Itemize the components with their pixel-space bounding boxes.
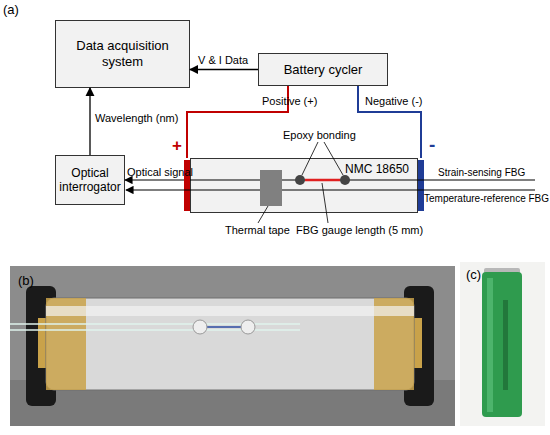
negative-terminal xyxy=(418,160,424,211)
edge-label: Positive (+) xyxy=(262,95,317,108)
node-label: Optical interrogator xyxy=(59,166,120,195)
cell-cap xyxy=(484,268,520,274)
signal-arrow xyxy=(190,69,258,70)
battery-cell: NMC 18650 xyxy=(190,158,418,213)
edge-label: Negative (-) xyxy=(365,95,422,108)
callout-label: Epoxy bonding xyxy=(283,129,356,142)
node-label: Battery cycler xyxy=(284,62,363,78)
panel-letter: (b) xyxy=(18,274,34,289)
kapton-tape xyxy=(46,298,86,390)
fbg-grating xyxy=(205,326,245,328)
polarity-sign: - xyxy=(429,134,435,156)
node-label: NMC 18650 xyxy=(345,162,409,176)
photo-background xyxy=(10,266,455,426)
panel-letter: (c) xyxy=(466,268,481,283)
holder-clip xyxy=(26,286,56,406)
signal-arrow xyxy=(89,88,90,155)
holder-clip xyxy=(404,286,434,406)
cell-wrapper xyxy=(482,272,522,417)
edge-label: V & I Data xyxy=(198,54,248,67)
panel-letter: (a) xyxy=(3,3,19,18)
cell-terminal xyxy=(412,318,422,368)
optical-fiber xyxy=(10,329,300,331)
photo-background xyxy=(460,262,545,426)
photo-shadow xyxy=(10,380,455,426)
callout-label: Thermal tape xyxy=(225,224,290,237)
epoxy-blob xyxy=(193,320,207,334)
cell-print xyxy=(503,300,508,390)
callout-label: Strain-sensing FBG xyxy=(438,167,525,179)
edge-label: Wavelength (nm) xyxy=(95,112,178,125)
optical-fiber xyxy=(10,323,300,325)
process-box: Optical interrogator xyxy=(55,155,125,205)
epoxy-blob xyxy=(241,320,255,334)
system-box: Data acquisition system xyxy=(55,20,190,88)
polarity-sign: + xyxy=(172,136,182,156)
kapton-tape xyxy=(374,298,414,390)
edge-label: Optical signal xyxy=(127,166,193,179)
callout-label: Temperature-reference FBG xyxy=(424,193,549,205)
node-label: Data acquisition system xyxy=(60,38,185,69)
cell-highlight xyxy=(46,306,414,316)
cell-body xyxy=(46,298,414,390)
signal-arrow xyxy=(125,179,190,180)
process-box: Battery cycler xyxy=(258,53,388,86)
cell-terminal xyxy=(38,318,48,368)
cell-highlight xyxy=(487,278,493,412)
callout-label: FBG gauge length (5 mm) xyxy=(296,224,423,237)
